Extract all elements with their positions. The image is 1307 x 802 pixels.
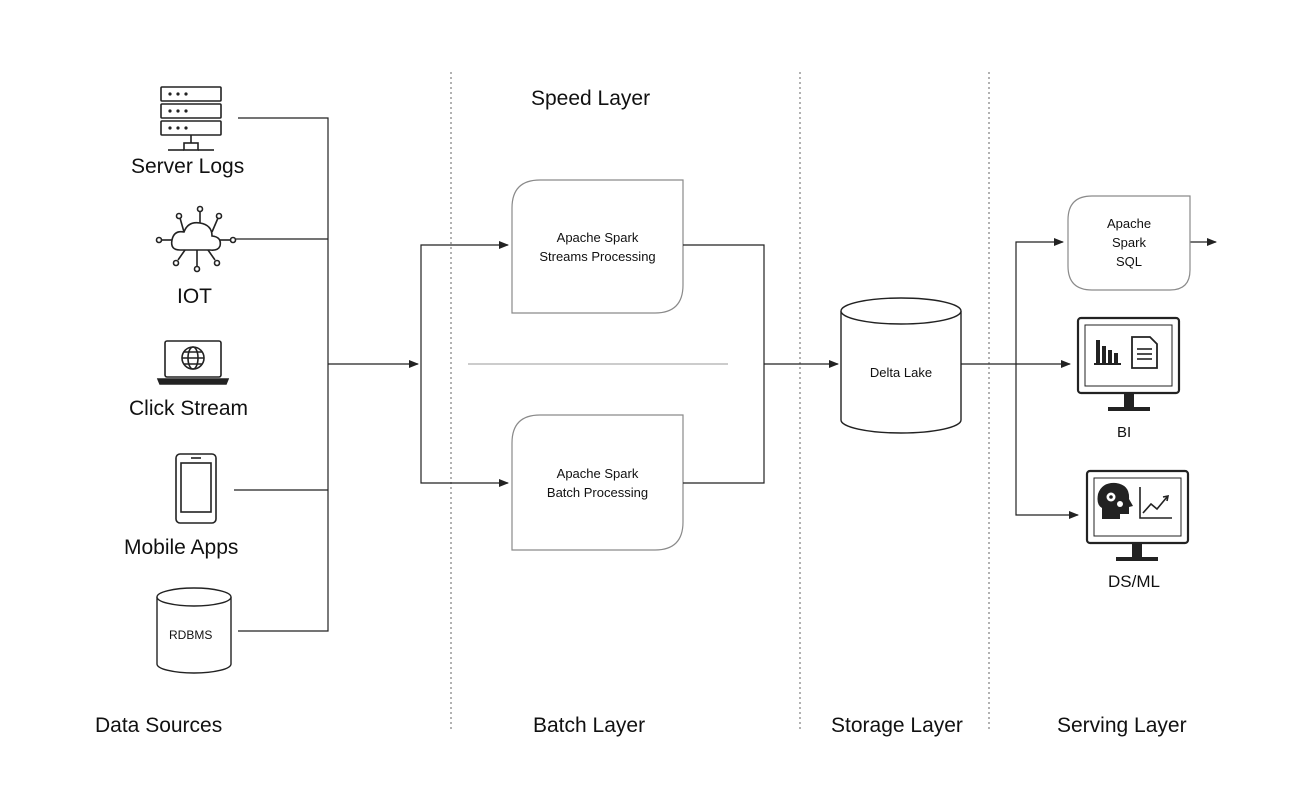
click-stream-label: Click Stream xyxy=(129,397,249,420)
dsml-label: DS/ML xyxy=(1108,572,1160,591)
serving-layer-title: Serving Layer xyxy=(1057,714,1187,737)
delta-lake-label: Delta Lake xyxy=(869,365,933,380)
mobile-apps-label: Mobile Apps xyxy=(124,536,239,559)
document-icon xyxy=(1131,336,1158,369)
speed-layer-title: Speed Layer xyxy=(531,87,651,110)
serving-connectors xyxy=(961,238,1217,519)
streams-label-line2: Streams Processing xyxy=(539,249,656,264)
server-logs-label: Server Logs xyxy=(131,155,245,178)
processing-connectors xyxy=(683,244,839,484)
rdbms-database-icon xyxy=(156,587,232,674)
bi-monitor-icon xyxy=(1076,316,1181,411)
streams-processing-box xyxy=(511,179,684,314)
brain-gears-icon xyxy=(1097,482,1133,519)
batch-processing-label: Apache Spark Batch Processing xyxy=(512,464,683,502)
spark-sql-line1: Apache xyxy=(1106,216,1152,231)
rdbms-label: RDBMS xyxy=(169,628,213,642)
batch-label-line2: Batch Processing xyxy=(546,485,649,500)
spark-sql-label: Apache Spark SQL xyxy=(1068,214,1190,271)
iot-cloud-icon xyxy=(155,205,237,273)
server-icon xyxy=(160,86,222,151)
spark-sql-line3: SQL xyxy=(1115,254,1142,269)
storage-layer-title: Storage Layer xyxy=(831,714,963,737)
iot-label: IOT xyxy=(177,285,212,308)
spark-sql-line2: Spark xyxy=(1112,235,1146,250)
bar-chart-icon xyxy=(1094,340,1121,365)
delta-lake-database-icon xyxy=(840,297,962,434)
source-connectors xyxy=(234,117,509,632)
streams-label-line1: Apache Spark xyxy=(556,230,639,245)
laptop-globe-icon xyxy=(156,340,230,385)
bi-label: BI xyxy=(1117,424,1132,441)
line-chart-icon xyxy=(1139,487,1172,519)
spark-sql-box xyxy=(1067,195,1191,291)
streams-processing-label: Apache Spark Streams Processing xyxy=(512,228,683,266)
batch-label-line1: Apache Spark xyxy=(556,466,639,481)
batch-layer-title: Batch Layer xyxy=(533,714,646,737)
batch-processing-box xyxy=(511,414,684,551)
mobile-phone-icon xyxy=(175,453,217,524)
data-sources-title: Data Sources xyxy=(95,714,223,737)
dsml-monitor-icon xyxy=(1085,469,1190,561)
